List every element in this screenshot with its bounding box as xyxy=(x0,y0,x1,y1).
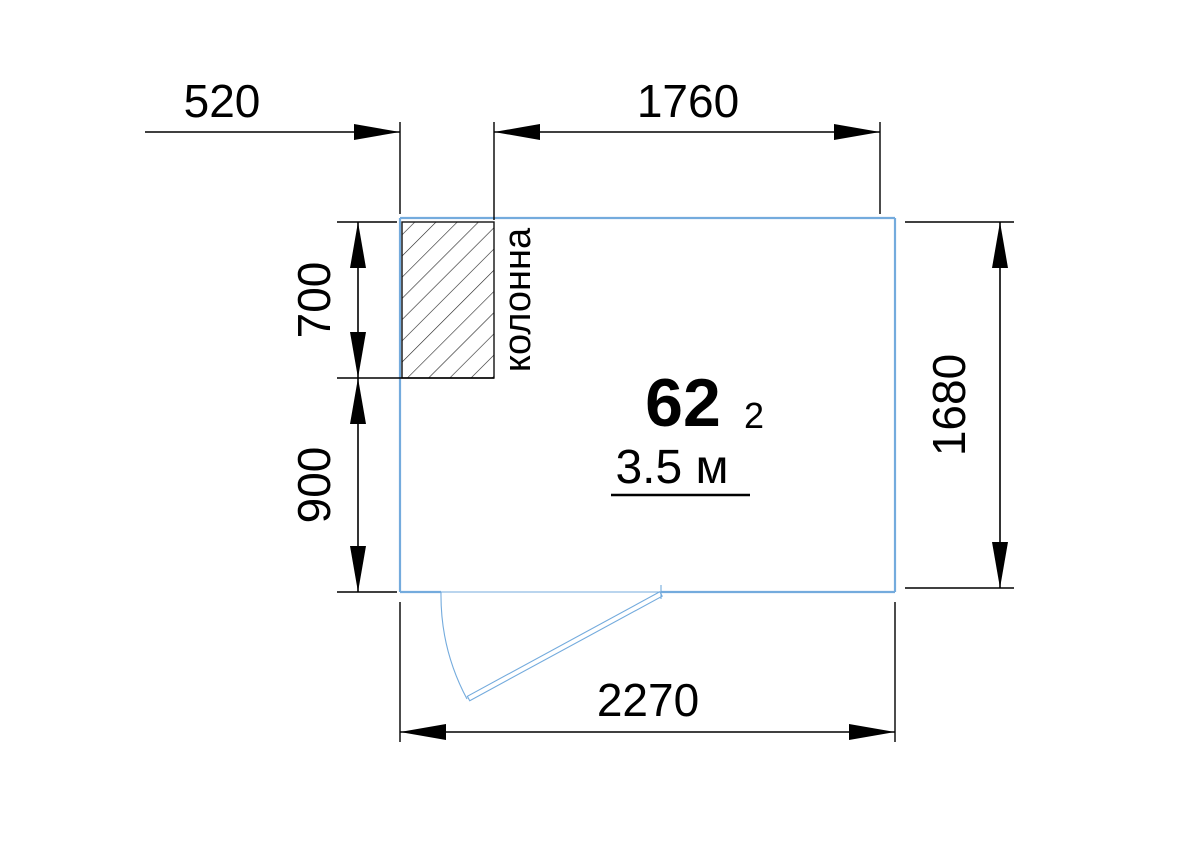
dim-arrow-down xyxy=(992,542,1008,588)
dim-arrow-right xyxy=(354,124,400,140)
column-hatched-rect xyxy=(401,221,495,379)
dim-text-900: 900 xyxy=(288,447,340,524)
dim-arrow-up xyxy=(350,378,366,424)
dim-arrow-down xyxy=(350,546,366,592)
dim-arrow-right xyxy=(849,724,895,740)
room-number: 62 xyxy=(645,365,721,441)
room-area: 3.5 м xyxy=(615,441,728,494)
dim-text-520: 520 xyxy=(184,75,261,127)
dim-arrow-left xyxy=(400,724,446,740)
dim-text-700: 700 xyxy=(288,262,340,339)
dim-arrow-down xyxy=(350,332,366,378)
dim-arrow-up xyxy=(992,222,1008,268)
door-swing-arc xyxy=(440,591,468,700)
dim-arrow-right xyxy=(834,124,880,140)
dim-text-2270: 2270 xyxy=(597,674,699,726)
column-label: колонна xyxy=(497,227,539,372)
dim-text-1680: 1680 xyxy=(923,354,975,456)
dim-text-1760: 1760 xyxy=(637,75,739,127)
dim-arrow-up xyxy=(350,222,366,268)
dim-arrow-left xyxy=(494,124,540,140)
area-superscript: 2 xyxy=(744,395,764,436)
